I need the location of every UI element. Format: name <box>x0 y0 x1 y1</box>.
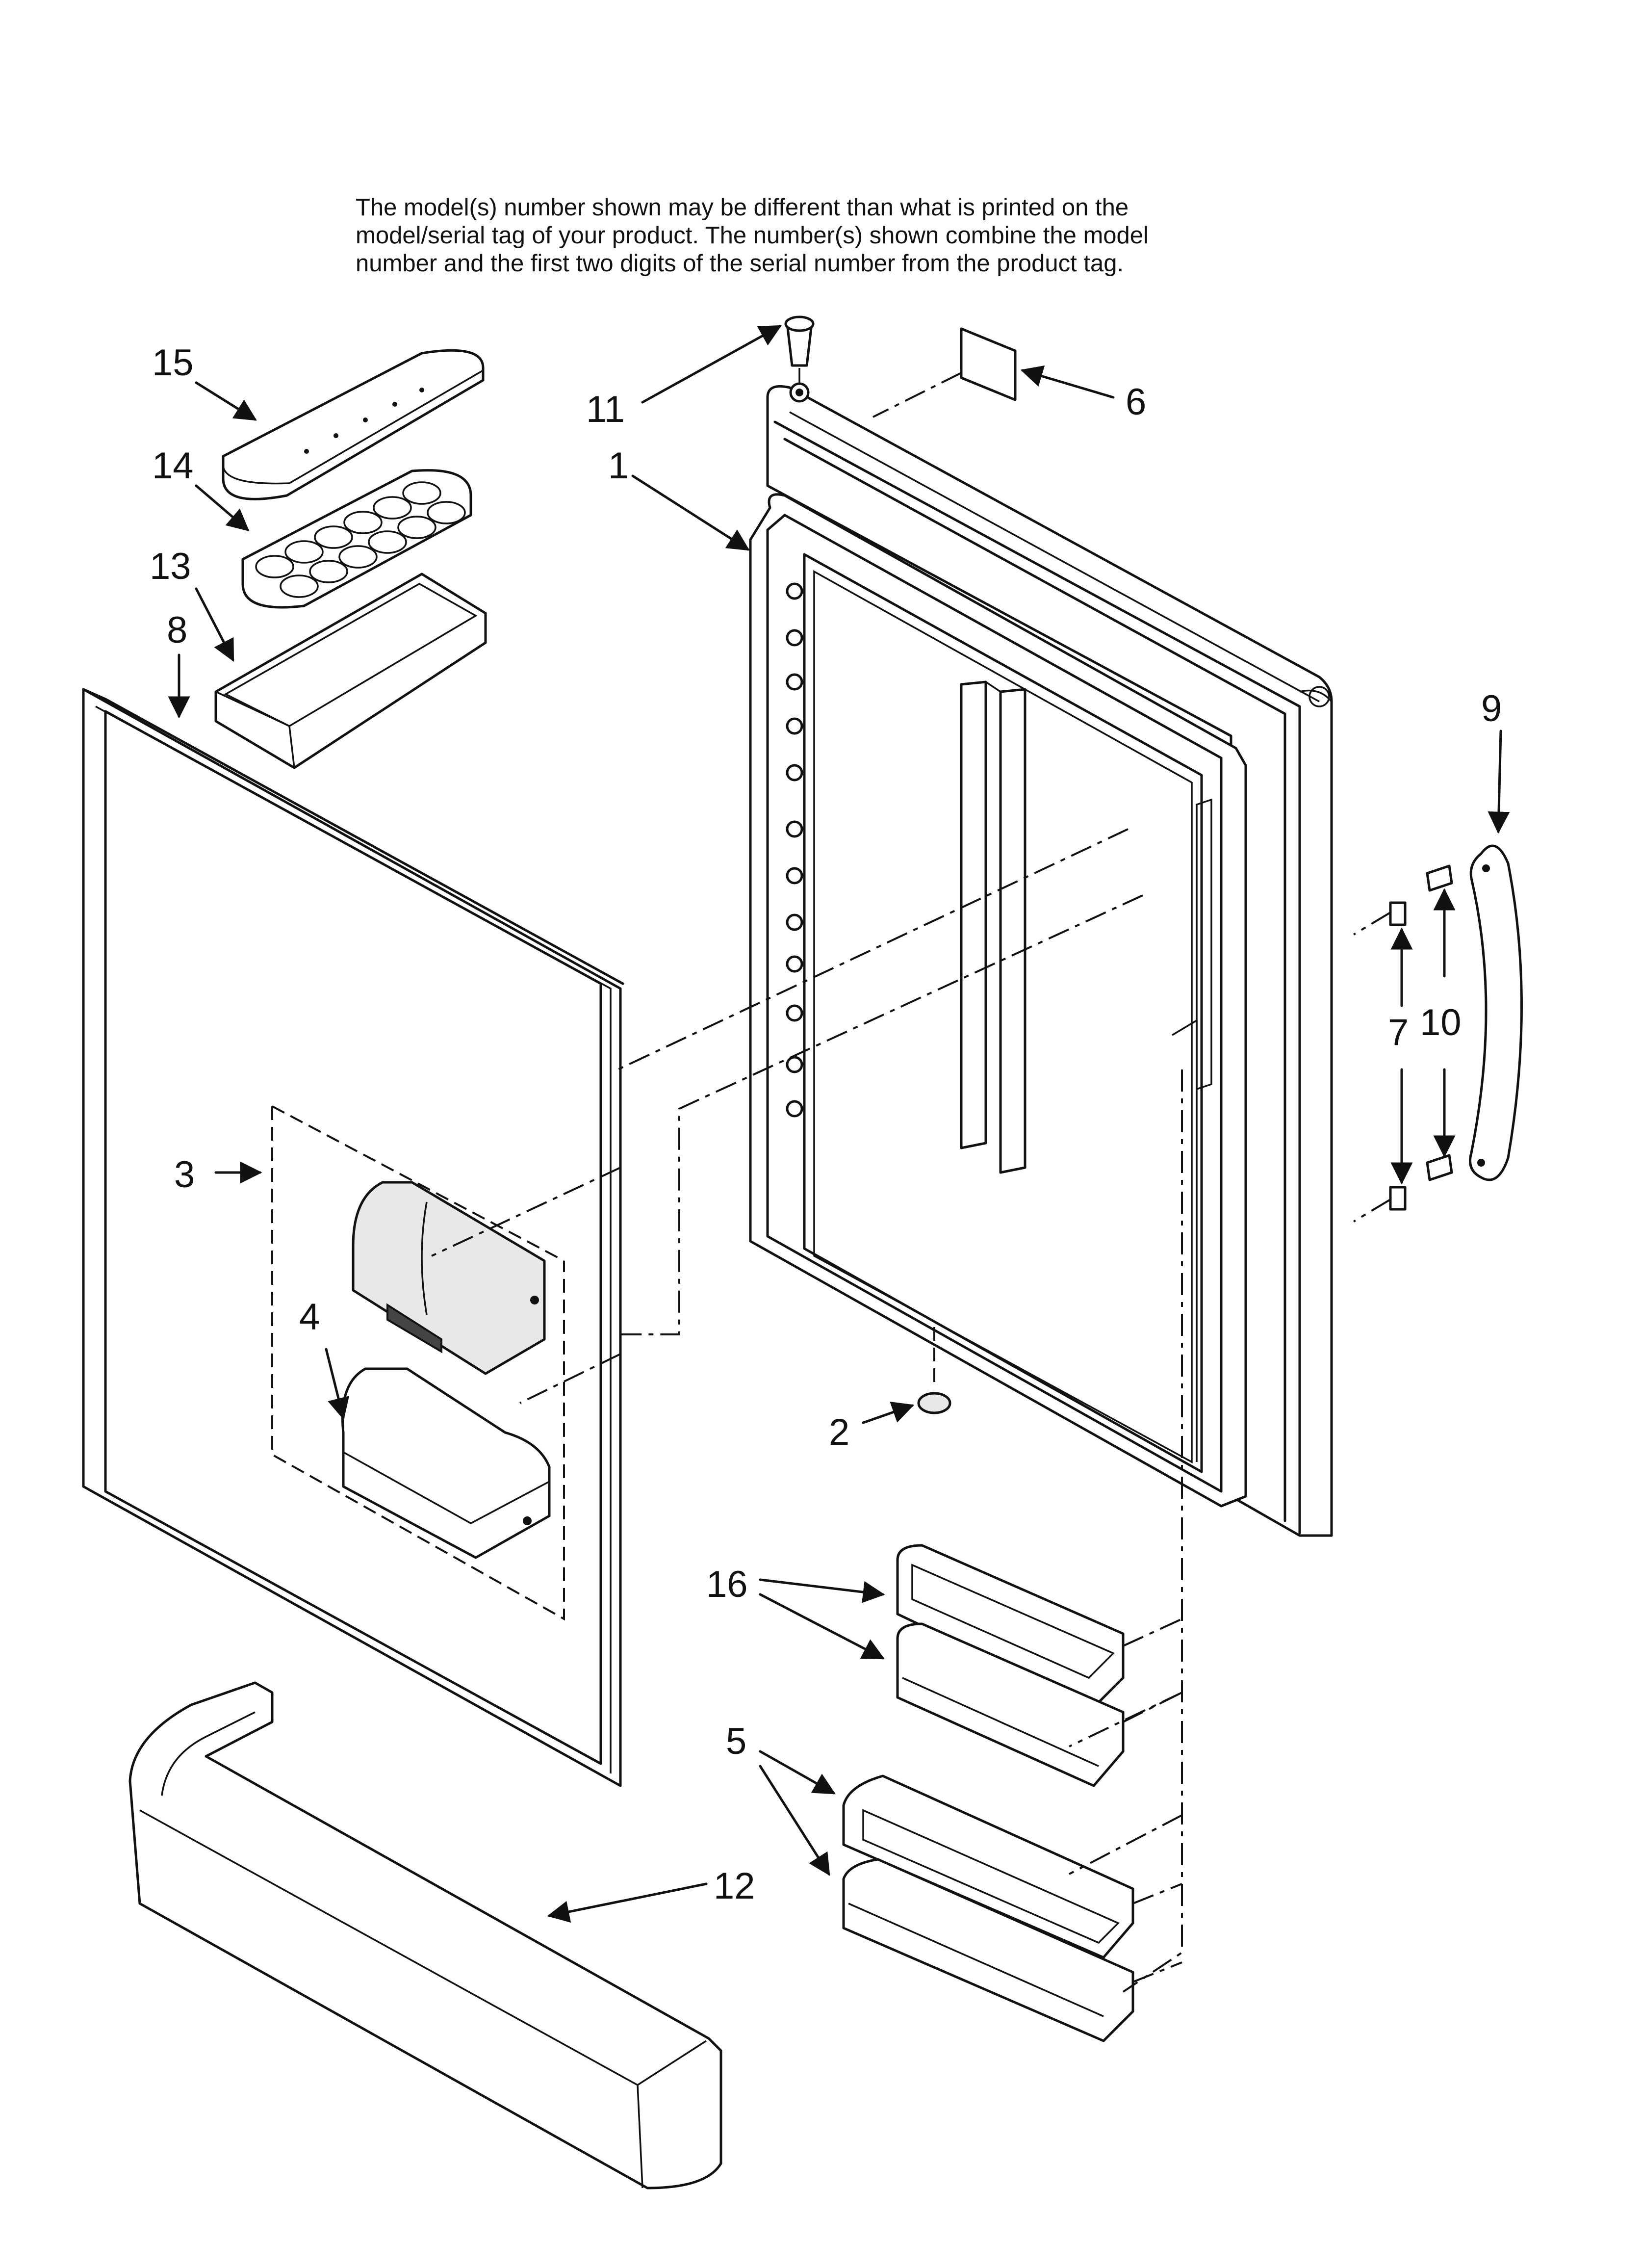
callout-2: 2 <box>829 1411 849 1453</box>
door-shelf-clips <box>786 582 803 1118</box>
leader-arrows <box>168 325 1510 1923</box>
callout-13: 13 <box>150 546 191 587</box>
callout-16: 16 <box>706 1564 748 1605</box>
note-line-1: The model(s) number shown may be differe… <box>356 194 1129 221</box>
callout-4: 4 <box>299 1296 320 1338</box>
part-12-door-bin <box>128 1681 722 2190</box>
callout-11: 11 <box>586 389 625 430</box>
callout-3: 3 <box>174 1154 195 1196</box>
callout-8: 8 <box>167 609 187 651</box>
callout-labels: 15 14 13 8 11 1 6 9 7 10 3 4 2 16 5 12 <box>150 342 1502 1907</box>
part-9-handle <box>1469 844 1523 1181</box>
callout-7: 7 <box>1388 1012 1409 1053</box>
callout-15: 15 <box>152 342 194 384</box>
part-16-door-bins <box>896 1544 1182 1787</box>
part-3-dispenser-group <box>271 1105 565 1621</box>
callout-5: 5 <box>726 1721 746 1762</box>
alignment-lines <box>431 828 1183 1993</box>
callout-6: 6 <box>1126 381 1146 423</box>
part-15-egg-cover <box>222 349 485 500</box>
model-number-note: The model(s) number shown may be differe… <box>356 194 1385 278</box>
part-13-butter-bin <box>214 573 487 769</box>
part-11-hinge-bushing <box>784 315 815 403</box>
part-14-egg-tray <box>241 469 472 609</box>
callout-14: 14 <box>152 445 194 487</box>
part-2-door-stop <box>917 1327 951 1414</box>
callout-9: 9 <box>1481 688 1502 730</box>
callout-12: 12 <box>714 1865 755 1907</box>
part-5-door-bins <box>842 1774 1182 2042</box>
part-4-dispenser-cover <box>341 1367 551 1559</box>
part-6-label <box>872 327 1017 418</box>
note-line-3: number and the first two digits of the s… <box>356 250 1124 277</box>
part-7-10-handle-screws <box>1353 864 1453 1223</box>
part-1-door <box>749 385 1333 1537</box>
note-line-2: model/serial tag of your product. The nu… <box>356 222 1149 249</box>
callout-1: 1 <box>608 445 629 487</box>
callout-10: 10 <box>1420 1002 1462 1043</box>
